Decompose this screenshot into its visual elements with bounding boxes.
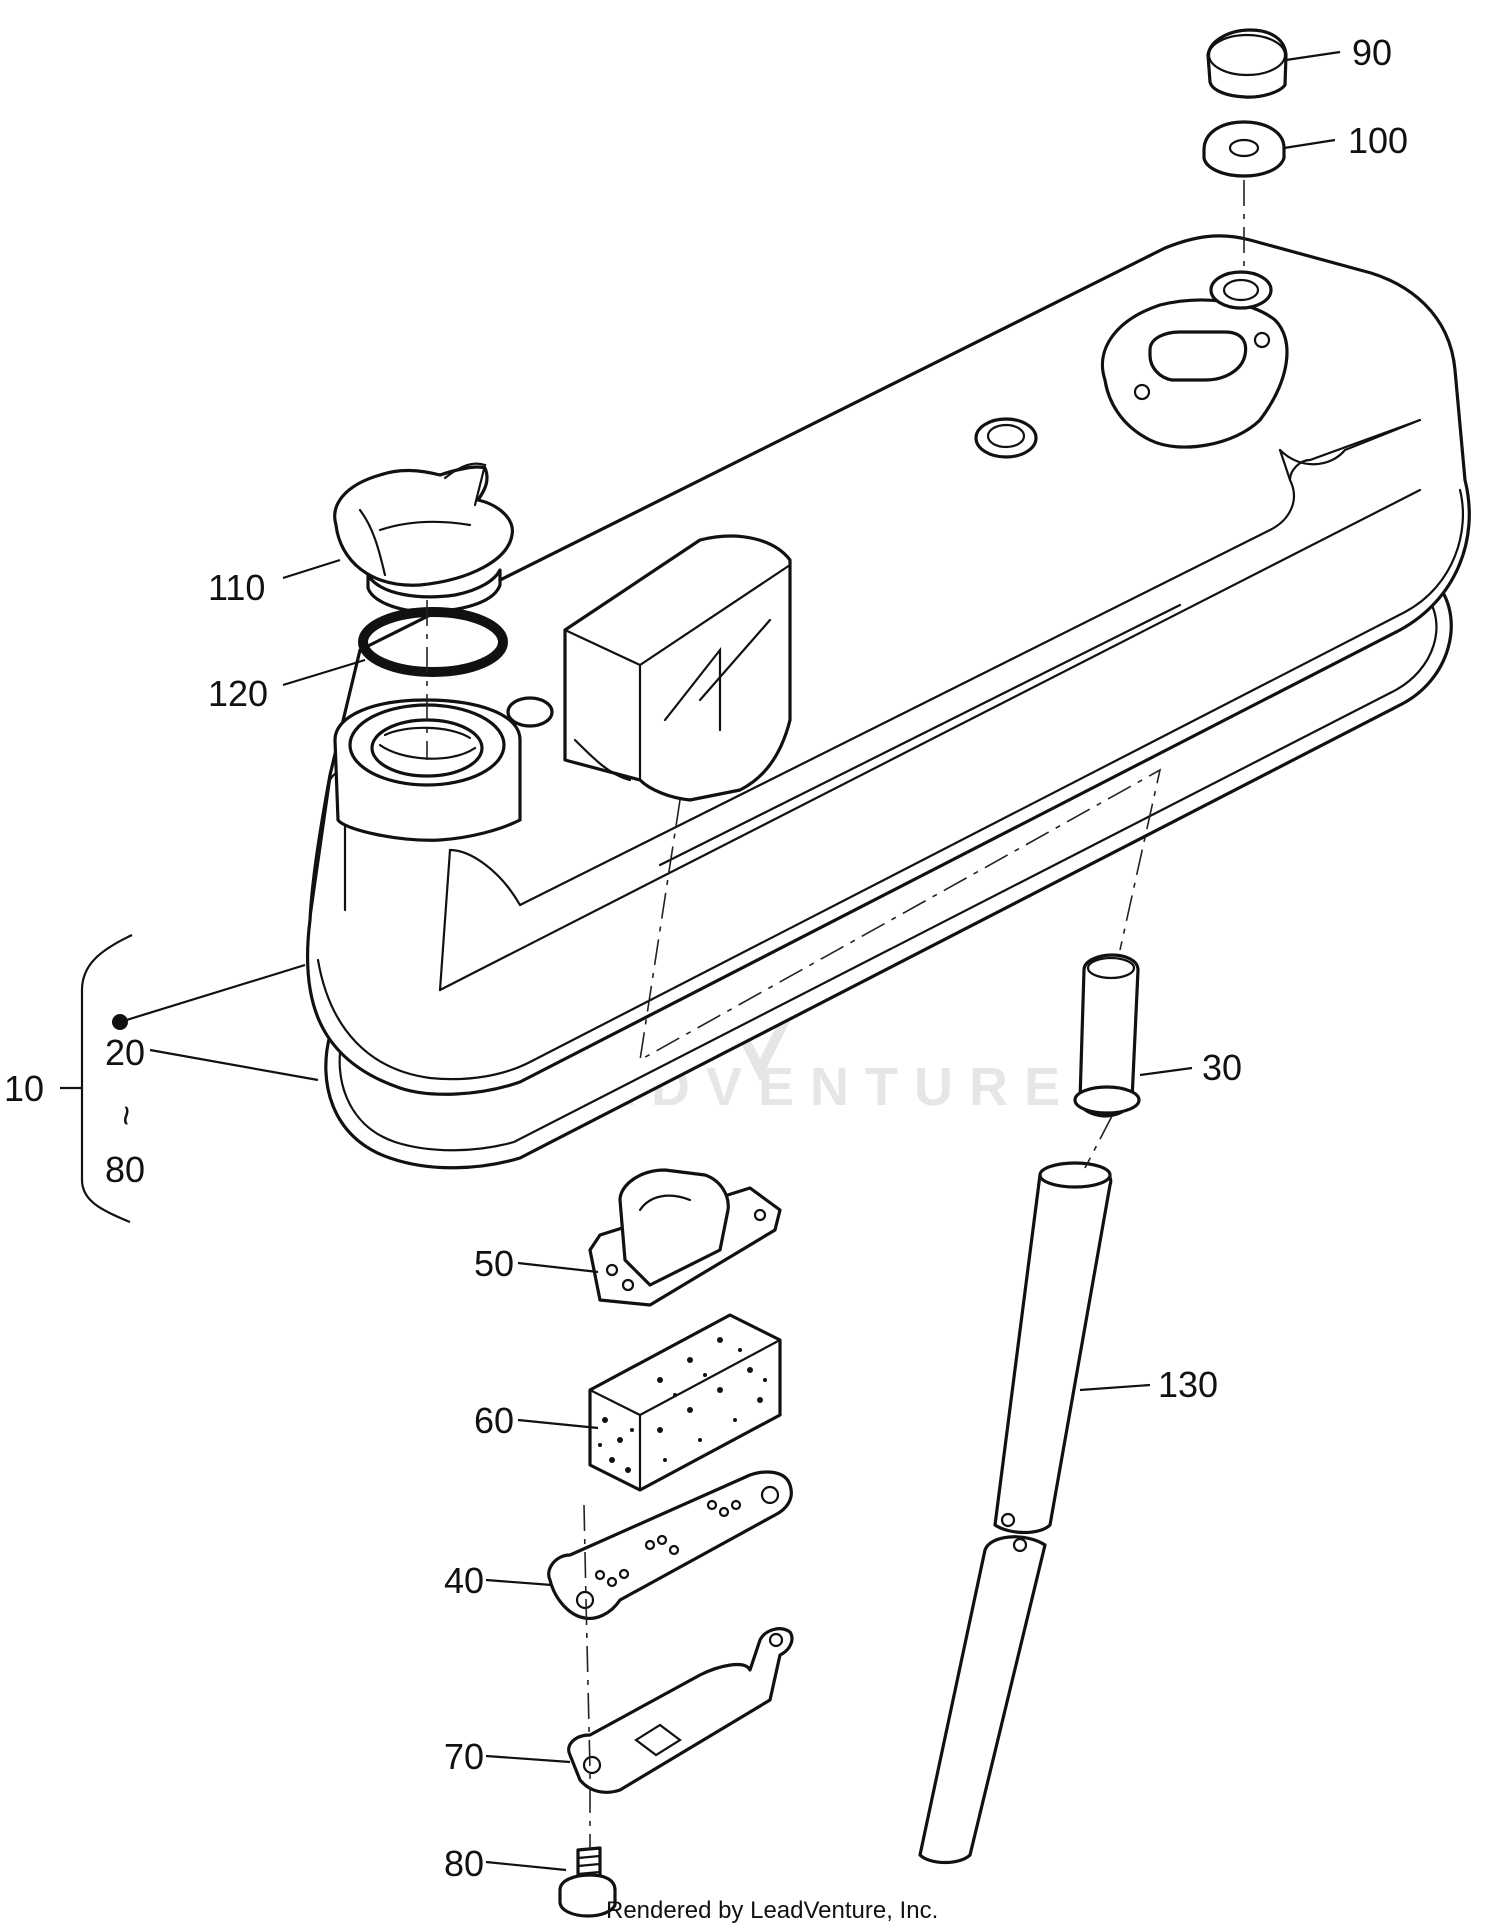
leader-lines: [60, 50, 1341, 1872]
inspection-plate: [1100, 270, 1289, 449]
rocker-cover: [305, 234, 1471, 1096]
label-110: 110: [208, 567, 265, 608]
breather-element: [588, 1313, 782, 1492]
label-20: 20: [105, 1032, 145, 1073]
oil-filler-cap: [333, 462, 514, 614]
screw: [558, 1846, 617, 1918]
breather-housing: [563, 534, 792, 802]
cap-plug: [1206, 28, 1288, 99]
label-60: 60: [474, 1400, 514, 1441]
label-90: 90: [1352, 32, 1392, 73]
label-70: 70: [444, 1736, 484, 1777]
assembly-dot: [112, 1014, 128, 1030]
label-100: 100: [1348, 120, 1408, 161]
range-symbol: ~: [106, 1105, 147, 1126]
label-40: 40: [444, 1560, 484, 1601]
o-ring: [358, 607, 508, 677]
center-lines: [426, 180, 1245, 1850]
label-80: 80: [444, 1843, 484, 1884]
label-80-range: 80: [105, 1149, 145, 1190]
reed-plate: [547, 1470, 793, 1621]
label-10: 10: [4, 1068, 44, 1109]
breather-bracket: [567, 1627, 794, 1794]
oil-filler-neck: [333, 698, 522, 842]
label-130: 130: [1158, 1364, 1218, 1405]
breather-hose: [918, 1161, 1113, 1865]
breather-cover: [588, 1168, 782, 1307]
cover-boss-center: [974, 417, 1038, 459]
cover-boss-small: [506, 696, 554, 728]
label-50: 50: [474, 1243, 514, 1284]
hose-union: [1073, 953, 1141, 1118]
part-labels: 90 100 110 120 10 20 ~ 80 30 50 60 130 4…: [4, 32, 1408, 1884]
label-120: 120: [208, 673, 268, 714]
label-30: 30: [1202, 1047, 1242, 1088]
footer-credit: Rendered by LeadVenture, Inc.: [606, 1897, 938, 1924]
sealing-washer: [1202, 120, 1286, 178]
